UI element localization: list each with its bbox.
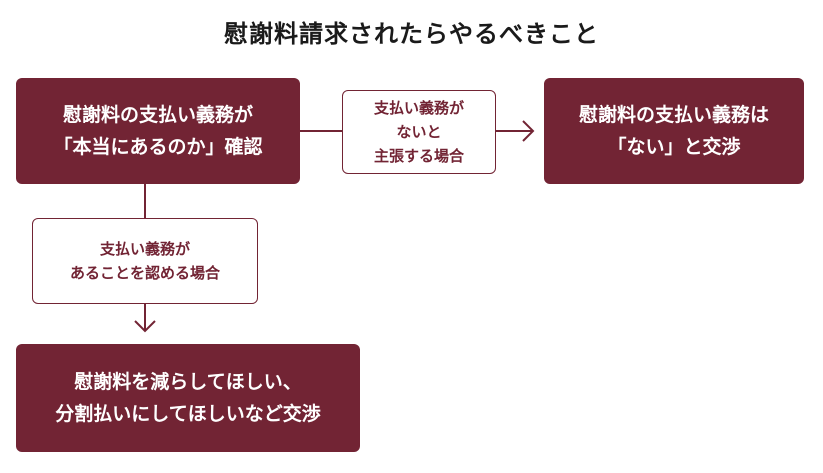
node-deny-line-2: 「ない」と交渉 bbox=[607, 136, 741, 158]
edge-no-obligation-line-1: 支払い義務が bbox=[373, 99, 464, 117]
node-deny-line-1: 慰謝料の支払い義務は bbox=[578, 104, 769, 126]
edge-label-no-obligation: 支払い義務が ないと 主張する場合 bbox=[342, 90, 496, 174]
node-reduce-line-1: 慰謝料を減らしてほしい、 bbox=[74, 371, 302, 393]
edge-label-admit-obligation: 支払い義務が あることを認める場合 bbox=[32, 218, 258, 304]
arrowhead-down bbox=[134, 320, 156, 333]
node-confirm-line-1: 慰謝料の支払い義務が bbox=[62, 104, 253, 126]
node-negotiate-reduction: 慰謝料を減らしてほしい、 分割払いにしてほしいなど交渉 bbox=[16, 344, 360, 452]
arrowhead-right bbox=[522, 120, 535, 142]
node-reduce-line-2: 分割払いにしてほしいなど交渉 bbox=[55, 403, 321, 425]
node-confirm-line-2: 「本当にあるのか」確認 bbox=[53, 136, 263, 158]
edge-no-obligation-line-2: ないと bbox=[396, 123, 442, 141]
edge-no-obligation-line-3: 主張する場合 bbox=[373, 147, 464, 165]
diagram-title: 慰謝料請求されたらやるべきこと bbox=[224, 20, 599, 48]
edge-admit-line-2: あることを認める場合 bbox=[69, 264, 220, 282]
node-deny-obligation: 慰謝料の支払い義務は 「ない」と交渉 bbox=[544, 78, 804, 184]
edge-admit-line-1: 支払い義務が bbox=[99, 240, 190, 258]
node-confirm-obligation: 慰謝料の支払い義務が 「本当にあるのか」確認 bbox=[16, 78, 300, 184]
